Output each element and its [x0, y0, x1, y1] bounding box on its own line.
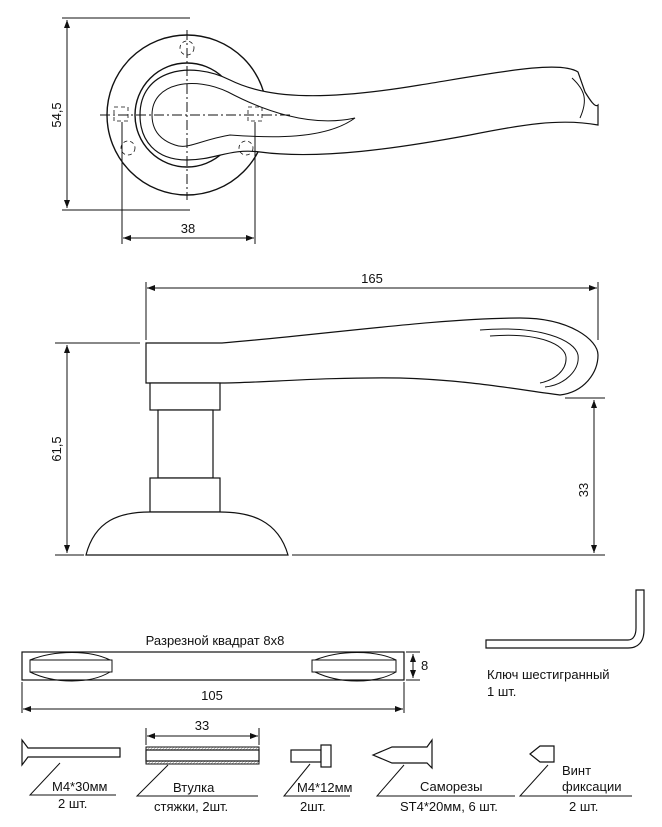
- part-bushing: 33 Втулка стяжки, 2шт.: [135, 718, 260, 814]
- svg-text:Втулка: Втулка: [173, 780, 215, 795]
- svg-text:2 шт.: 2 шт.: [569, 799, 598, 814]
- hex-key: Ключ шестигранный 1 шт.: [485, 589, 645, 699]
- hex-key-qty: 1 шт.: [487, 684, 516, 699]
- part-screw-m4x12: M4*12мм 2шт.: [282, 744, 353, 814]
- bushing-dim: 33: [195, 718, 209, 733]
- part-screw-m4x30: M4*30мм 2 шт.: [21, 738, 121, 811]
- square-bar: Разрезной квадрат 8x8 8 105: [21, 633, 428, 713]
- svg-text:2 шт.: 2 шт.: [58, 796, 87, 811]
- part-set-screw: Винт фиксации 2 шт.: [518, 745, 632, 814]
- svg-text:M4*30мм: M4*30мм: [52, 779, 108, 794]
- top-view: 54,5 38: [49, 17, 599, 244]
- hex-key-label: Ключ шестигранный: [487, 667, 610, 682]
- svg-text:ST4*20мм, 6 шт.: ST4*20мм, 6 шт.: [400, 799, 498, 814]
- side-lever-height-dim: 33: [576, 483, 591, 497]
- side-height-dim: 61,5: [49, 436, 64, 461]
- svg-text:M4*12мм: M4*12мм: [297, 780, 353, 795]
- side-view: 165 61,5 33: [49, 271, 605, 556]
- side-length-dim: 165: [361, 271, 383, 286]
- square-bar-title: Разрезной квадрат 8x8: [146, 633, 285, 648]
- svg-text:фиксации: фиксации: [562, 779, 622, 794]
- svg-text:Винт: Винт: [562, 763, 591, 778]
- svg-text:Саморезы: Саморезы: [420, 779, 482, 794]
- square-bar-thickness-dim: 8: [421, 658, 428, 673]
- svg-text:2шт.: 2шт.: [300, 799, 326, 814]
- top-height-dim: 54,5: [49, 102, 64, 127]
- top-width-dim: 38: [181, 221, 195, 236]
- square-bar-length-dim: 105: [201, 688, 223, 703]
- svg-text:стяжки, 2шт.: стяжки, 2шт.: [154, 799, 228, 814]
- part-self-tapping-screws: Саморезы ST4*20мм, 6 шт.: [371, 738, 515, 814]
